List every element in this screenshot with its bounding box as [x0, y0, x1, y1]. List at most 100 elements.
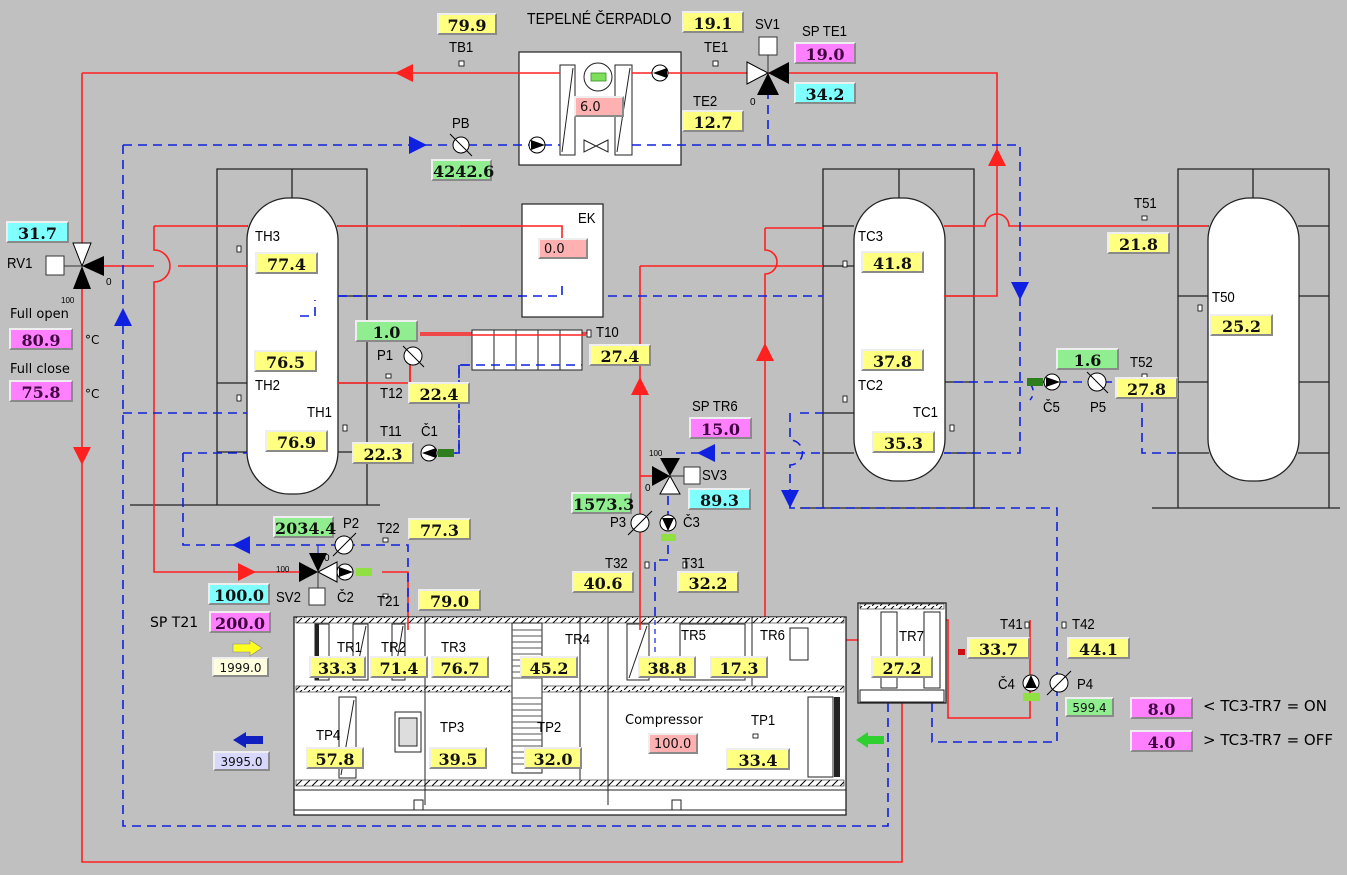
tp3-value[interactable]: 39.5	[429, 747, 487, 769]
tp1-value[interactable]: 33.4	[726, 748, 790, 770]
t42-value[interactable]: 44.1	[1067, 637, 1130, 659]
sv1-valve-icon[interactable]	[746, 36, 789, 95]
tr6-value[interactable]: 17.3	[710, 656, 768, 678]
p2-value[interactable]: 2034.4	[273, 516, 336, 538]
radiator-icon	[420, 329, 592, 453]
sv2-position[interactable]: 100.0	[208, 583, 270, 605]
sp-t21-label: SP T21	[150, 615, 199, 631]
arrow-right-icon	[409, 136, 427, 154]
t11-value[interactable]: 22.3	[352, 442, 414, 464]
sp-t21-setpoint[interactable]: 200.0	[209, 611, 271, 633]
tp2-value[interactable]: 32.0	[524, 747, 582, 769]
pump-c4-icon[interactable]	[1022, 674, 1040, 701]
rv1-mark-0: 0	[106, 277, 112, 288]
tc1-value[interactable]: 35.3	[872, 431, 935, 453]
t10-label: T10	[596, 324, 619, 341]
t41-label: T41	[1000, 616, 1023, 633]
rv1-valve-icon[interactable]	[45, 242, 104, 289]
tr7-value[interactable]: 27.2	[871, 656, 933, 678]
sv1-position[interactable]: 34.2	[794, 82, 856, 104]
exhaust-air-flow[interactable]: 3995.0	[213, 751, 270, 771]
sv3-valve-icon[interactable]	[640, 458, 701, 495]
t21-value[interactable]: 79.0	[418, 589, 481, 611]
p4-value[interactable]: 599.4	[1065, 697, 1114, 717]
p4-label: P4	[1077, 676, 1094, 693]
tr2-value[interactable]: 71.4	[370, 656, 428, 678]
off-threshold-label: > TC3-TR7 = OFF	[1203, 731, 1333, 749]
sp-tr6-setpoint[interactable]: 15.0	[689, 417, 752, 439]
t10-value[interactable]: 27.4	[589, 344, 651, 366]
p1-value[interactable]: 1.0	[355, 320, 418, 342]
sv3-position[interactable]: 89.3	[688, 488, 751, 510]
supply-air-flow[interactable]: 1999.0	[212, 657, 269, 677]
tc2-value-upper[interactable]: 37.8	[861, 349, 924, 371]
ek-label: EK	[578, 210, 596, 227]
th1-value[interactable]: 76.9	[265, 430, 328, 452]
sv3-mark-100: 100	[649, 449, 663, 458]
rv1-position[interactable]: 31.7	[6, 221, 69, 243]
sv1-mark-0: 0	[750, 97, 756, 108]
t50-value[interactable]: 25.2	[1210, 314, 1273, 336]
t52-value[interactable]: 27.8	[1115, 377, 1178, 399]
tr2-label: TR2	[381, 639, 406, 656]
expansion-valve-icon	[583, 139, 598, 153]
tr4-value[interactable]: 45.2	[520, 656, 578, 678]
t41-value[interactable]: 33.7	[967, 637, 1030, 659]
electric-heater-box	[338, 203, 604, 318]
tr7-label: TR7	[899, 628, 924, 645]
full-open-setpoint[interactable]: 80.9	[9, 328, 73, 350]
tank-5	[1207, 197, 1300, 482]
th2-label: TH2	[255, 377, 280, 394]
tc3-value[interactable]: 41.8	[861, 251, 924, 273]
flowmeter-p3-icon	[627, 510, 653, 536]
sv2-valve-icon[interactable]	[299, 545, 338, 606]
heat-pump-output[interactable]: 6.0	[574, 96, 624, 117]
tr3-value[interactable]: 76.7	[431, 656, 489, 678]
arrow-left-icon	[697, 444, 715, 462]
on-threshold-setpoint[interactable]: 8.0	[1130, 697, 1193, 719]
p5-value[interactable]: 1.6	[1056, 348, 1119, 370]
tp4-value[interactable]: 57.8	[306, 747, 364, 769]
t52-label: T52	[1130, 354, 1153, 371]
te1-value[interactable]: 19.1	[682, 11, 744, 33]
te1-label: TE1	[704, 39, 729, 56]
t12-value[interactable]: 22.4	[408, 382, 470, 404]
th2-value-upper[interactable]: 76.5	[254, 350, 317, 372]
pump-c3-icon[interactable]	[659, 514, 677, 541]
c5-label: Č5	[1043, 399, 1060, 416]
ek-value[interactable]: 0.0	[538, 238, 588, 259]
t21-label: T21	[377, 593, 400, 610]
tr5-value[interactable]: 38.8	[638, 656, 696, 678]
t50-label: T50	[1212, 289, 1235, 306]
tr1-value[interactable]: 33.3	[309, 656, 366, 678]
pump-c5-icon[interactable]	[1027, 373, 1061, 391]
pump-hp-lower-icon[interactable]	[528, 136, 546, 154]
t22-label: T22	[377, 520, 400, 537]
arrow-down-icon	[73, 447, 91, 465]
full-close-setpoint[interactable]: 75.8	[9, 380, 73, 402]
t22-value[interactable]: 77.3	[408, 518, 471, 540]
t32-value[interactable]: 40.6	[572, 571, 634, 593]
p3-value[interactable]: 1573.3	[571, 492, 634, 514]
pump-hp-upper-icon[interactable]	[651, 64, 669, 82]
outdoor-air-arrow-icon	[856, 732, 884, 748]
t31-value[interactable]: 32.2	[677, 571, 739, 593]
te2-label: TE2	[693, 93, 718, 110]
pb-value[interactable]: 4242.6	[431, 159, 494, 181]
rv1-mark-100: 100	[61, 296, 75, 305]
arrow-left-icon	[395, 64, 413, 82]
te2-value[interactable]: 12.7	[682, 110, 744, 132]
compressor-label: Compressor	[625, 713, 703, 728]
off-threshold-setpoint[interactable]: 4.0	[1130, 730, 1193, 752]
tb1-value[interactable]: 79.9	[437, 13, 497, 35]
c3-label: Č3	[683, 514, 700, 531]
sp-tr6-label: SP TR6	[692, 398, 738, 415]
pump-c2-icon[interactable]	[336, 563, 372, 581]
t51-value[interactable]: 21.8	[1107, 232, 1170, 254]
pump-c1-icon[interactable]	[420, 444, 454, 462]
sp-te1-setpoint[interactable]: 19.0	[794, 42, 856, 64]
sp-te1-label: SP TE1	[802, 23, 848, 40]
compressor-value[interactable]: 100.0	[648, 733, 698, 754]
t31-label: T31	[682, 555, 705, 572]
th3-value[interactable]: 77.4	[255, 252, 318, 274]
